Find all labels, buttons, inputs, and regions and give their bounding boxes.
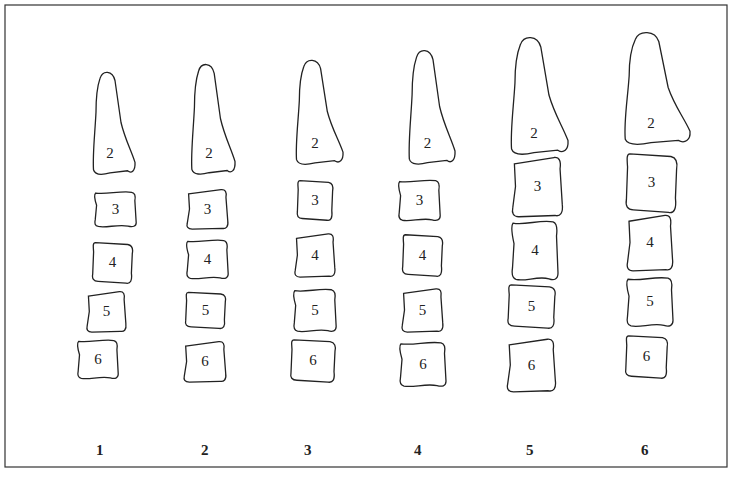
axis-vertebra: 2 [500, 35, 568, 155]
vertebra-outline-path [409, 51, 455, 165]
vertebra-number: 6 [419, 357, 427, 372]
vertebra-body: 3 [93, 190, 138, 228]
axis-vertebra: 2 [400, 48, 455, 165]
vertebra-outline-path [512, 157, 562, 216]
vertebra-outline-path [187, 190, 228, 230]
vertebra-body: 3 [623, 150, 680, 215]
vertebra-outline-path [297, 181, 333, 221]
vertebra-number: 5 [646, 294, 654, 309]
vertebra-outline-path [625, 33, 690, 145]
vertebra-outline-path [626, 154, 677, 213]
vertebra-outline-path [295, 234, 335, 277]
vertebra-outline-path [627, 215, 672, 271]
axis-vertebra: 2 [287, 58, 343, 165]
vertebra-body: 5 [183, 290, 228, 330]
vertebra-number: 5 [419, 303, 427, 318]
vertebra-outline-path [187, 240, 228, 279]
vertebra-outline-path [627, 278, 673, 327]
vertebra-body: 6 [505, 337, 558, 393]
vertebra-number: 2 [424, 136, 432, 151]
vertebra-number: 2 [530, 126, 538, 141]
vertebra-body: 3 [510, 155, 565, 218]
vertebra-outline-path [93, 72, 135, 174]
vertebra-outline-path [185, 292, 225, 328]
vertebra-outline-path [626, 336, 668, 378]
axis-vertebra: 2 [183, 62, 235, 175]
vertebra-outline-path [399, 180, 440, 220]
vertebra-number: 5 [528, 299, 536, 314]
vertebra-outline-path [512, 221, 558, 280]
vertebra-body: 6 [398, 340, 448, 388]
column-number: 4 [414, 443, 422, 458]
vertebra-number: 6 [309, 353, 317, 368]
vertebra-outline-path [402, 289, 443, 332]
vertebra-body: 6 [623, 333, 670, 380]
vertebra-number: 4 [204, 252, 212, 267]
vertebra-number: 4 [311, 248, 319, 263]
vertebra-body: 4 [293, 232, 337, 278]
vertebra-number: 6 [528, 358, 536, 373]
vertebra-outline-path [294, 289, 336, 331]
vertebra-body: 3 [397, 178, 442, 222]
vertebra-outline-path [291, 340, 336, 382]
vertebra-outline-path [296, 60, 343, 164]
vertebra-number: 3 [204, 202, 212, 217]
vertebra-body: 4 [400, 232, 445, 278]
vertebra-body: 5 [505, 282, 558, 330]
vertebra-body: 5 [625, 275, 675, 328]
vertebra-outline-path [92, 243, 132, 284]
vertebra-outline-path [192, 65, 235, 175]
vertebra-number: 4 [419, 248, 427, 263]
vertebra-outline-path [508, 285, 555, 328]
vertebra-number: 6 [94, 352, 102, 367]
vertebra-number: 2 [106, 146, 114, 161]
vertebra-body: 5 [400, 287, 445, 333]
column-number: 5 [526, 443, 534, 458]
vertebra-body: 4 [90, 240, 135, 285]
vertebra-number: 3 [311, 193, 319, 208]
column-number: 6 [641, 443, 649, 458]
vertebra-body: 6 [182, 340, 228, 383]
vertebra-outline-path [507, 339, 555, 392]
vertebra-number: 3 [416, 193, 424, 208]
axis-vertebra: 2 [612, 30, 690, 145]
vertebra-body: 6 [288, 337, 338, 384]
vertebra-body: 5 [85, 290, 128, 333]
axis-vertebra: 2 [85, 70, 135, 175]
vertebra-body: 4 [185, 238, 230, 280]
vertebra-outline-path [184, 342, 226, 382]
vertebra-outline-path [87, 292, 126, 332]
vertebra-outline-path [400, 342, 446, 386]
vertebra-body: 6 [76, 338, 120, 380]
vertebra-number: 4 [109, 255, 117, 270]
vertebra-number: 2 [205, 146, 213, 161]
vertebra-outline-path [95, 192, 136, 227]
column-number: 2 [201, 443, 209, 458]
vertebra-number: 6 [643, 349, 651, 364]
column-number: 1 [96, 443, 104, 458]
vertebra-number: 2 [647, 116, 655, 131]
vertebra-body: 3 [185, 188, 230, 230]
vertebra-outline-path [511, 38, 568, 154]
vertebra-number: 4 [531, 243, 539, 258]
vertebra-body: 4 [625, 213, 675, 272]
vertebra-number: 5 [202, 303, 210, 318]
column-number: 3 [304, 443, 312, 458]
vertebra-number: 3 [112, 202, 120, 217]
vertebra-number: 4 [646, 235, 654, 250]
frame-border [5, 5, 727, 467]
vertebra-outline-path [402, 235, 442, 277]
vertebra-number: 3 [648, 175, 656, 190]
vertebra-body: 4 [510, 218, 560, 282]
vertebra-number: 6 [201, 354, 209, 369]
vertebra-body: 3 [295, 178, 335, 222]
vertebra-body: 5 [292, 287, 338, 333]
vertebra-outline-path [78, 340, 119, 379]
vertebra-number: 2 [311, 136, 319, 151]
vertebra-number: 5 [103, 304, 111, 319]
vertebra-number: 3 [534, 179, 542, 194]
vertebra-number: 5 [311, 303, 319, 318]
